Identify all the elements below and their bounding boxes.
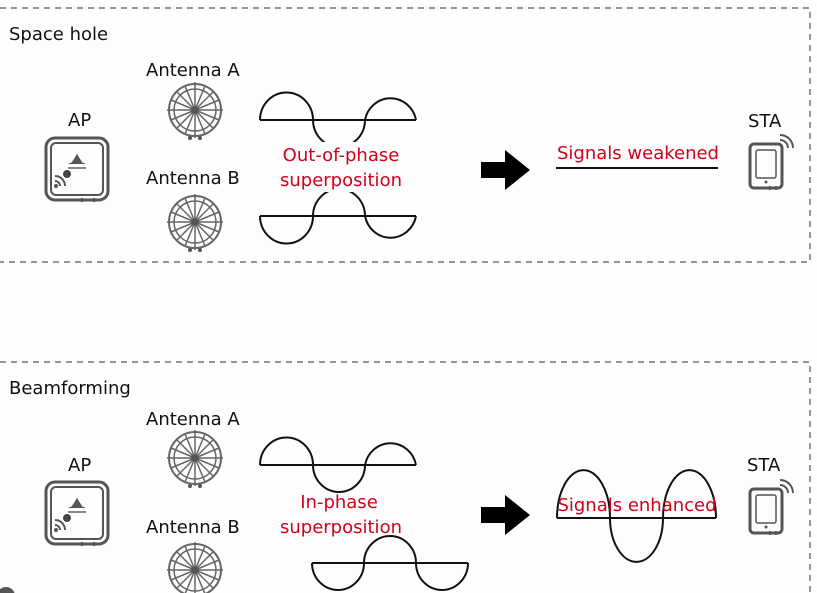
ap-icon: [44, 480, 110, 548]
result-label: Signals weakened: [557, 143, 719, 164]
panel-beamforming: Beamforming AP Antenna A Antenna B In-ph…: [0, 361, 811, 593]
panel-border: [0, 361, 811, 593]
wave-b: [311, 535, 469, 591]
wave-b: [259, 188, 417, 245]
wave-a: [259, 91, 417, 148]
superposition-label-2: superposition: [280, 517, 402, 538]
sta-phone-icon: [748, 478, 795, 537]
ap-label: AP: [68, 455, 91, 476]
sta-label: STA: [748, 111, 782, 132]
antenna-a-label: Antenna A: [146, 60, 240, 81]
antenna-b-label: Antenna B: [146, 168, 240, 189]
ap-icon: [44, 136, 110, 204]
ap-label: AP: [68, 110, 91, 131]
antenna-a-label: Antenna A: [146, 409, 240, 430]
panel-title: Beamforming: [9, 378, 131, 399]
superposition-label-2: superposition: [280, 170, 402, 191]
arrow-right-icon: [481, 495, 530, 535]
antenna-b-icon: [166, 541, 224, 593]
arrow-right-icon: [481, 150, 530, 190]
antenna-b-label: Antenna B: [146, 517, 240, 538]
panel-border: [0, 7, 811, 263]
result-label: Signals enhanced: [557, 495, 716, 516]
panel-space-hole: Space hole AP Antenna A Antenna B Out-of…: [0, 7, 811, 263]
antenna-b-icon: [166, 193, 224, 253]
superposition-label-1: In-phase: [300, 492, 378, 513]
panel-title: Space hole: [9, 24, 108, 45]
antenna-a-icon: [166, 429, 224, 489]
enhanced-wave: [556, 469, 717, 563]
sta-phone-icon: [748, 133, 795, 192]
wave-a: [259, 436, 417, 493]
antenna-a-icon: [166, 81, 224, 141]
sta-label: STA: [747, 455, 781, 476]
superposition-label-1: Out-of-phase: [283, 145, 400, 166]
corner-badge: [0, 587, 15, 593]
